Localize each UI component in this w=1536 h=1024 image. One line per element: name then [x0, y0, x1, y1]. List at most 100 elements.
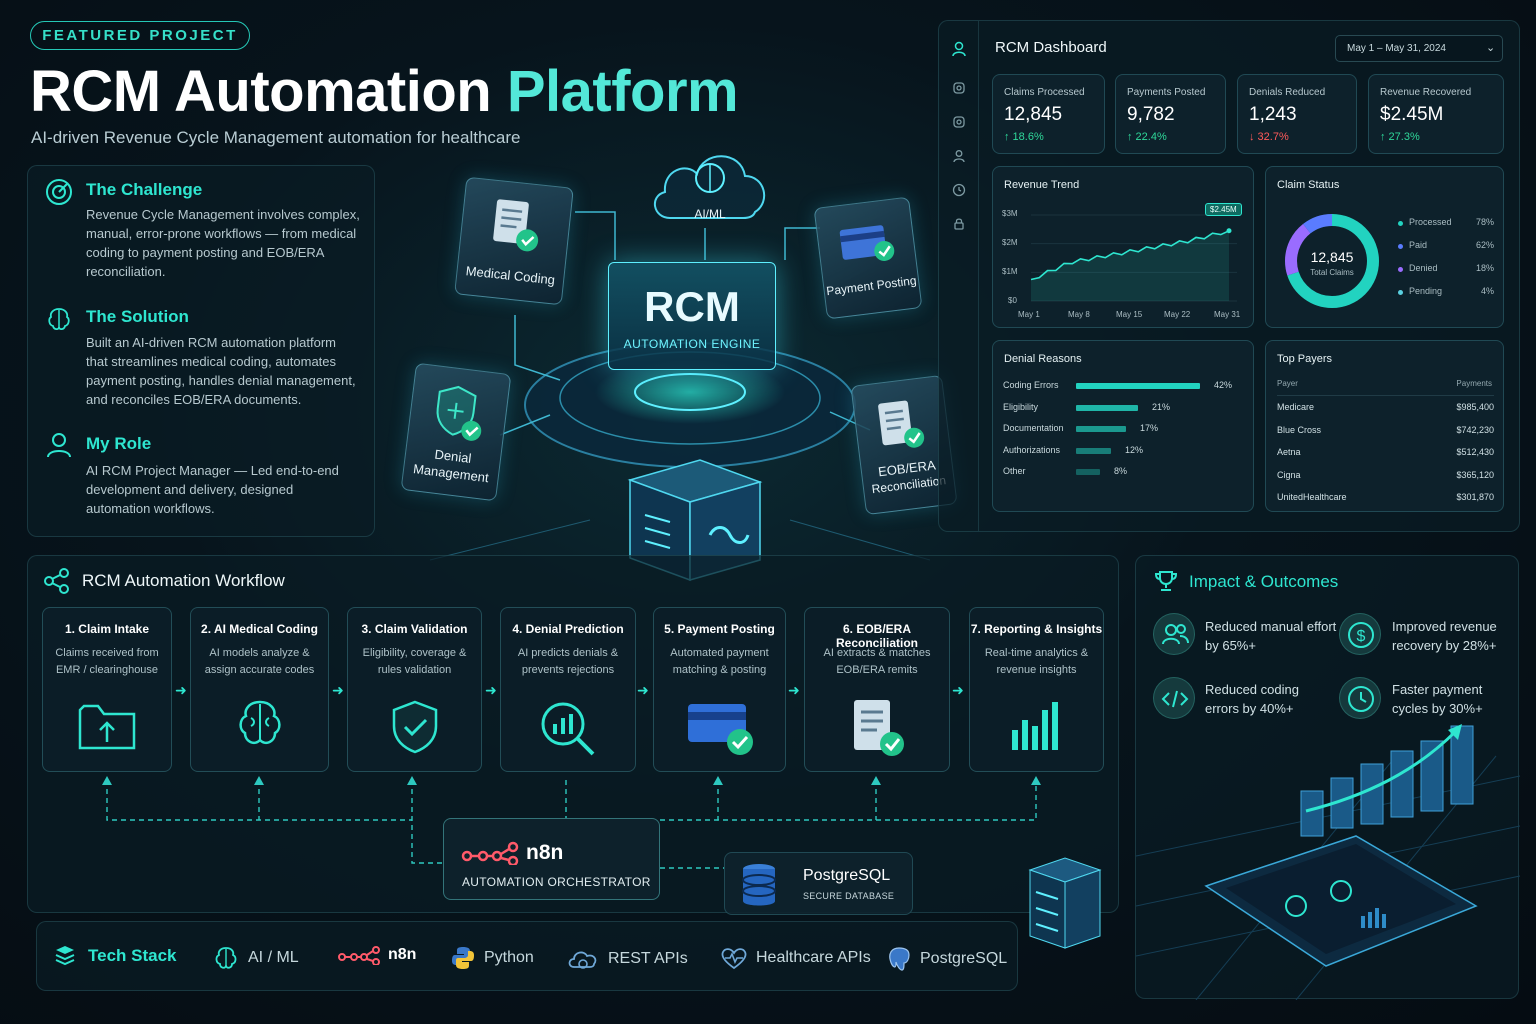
- x-tick: May 1: [1018, 310, 1040, 319]
- table-row: Cigna$365,120: [1277, 469, 1494, 480]
- chevron-down-icon: ⌄: [1486, 42, 1496, 54]
- engine-subtitle: AUTOMATION ENGINE: [623, 337, 761, 351]
- arrow-right-icon: ➜: [175, 682, 187, 698]
- date-range-select[interactable]: May 1 – May 31, 2024 ⌄: [1335, 35, 1503, 62]
- heart-pulse-icon: [721, 948, 747, 970]
- n8n-name: n8n: [526, 841, 564, 864]
- trophy-icon: [1154, 571, 1178, 591]
- x-tick: May 8: [1068, 310, 1090, 319]
- kpi-value: 9,782: [1127, 104, 1175, 125]
- table-row: Medicare$985,400: [1277, 402, 1494, 412]
- kpi-value: 12,845: [1004, 104, 1063, 125]
- n8n-orchestrator-box[interactable]: n8n AUTOMATION ORCHESTRATOR: [443, 818, 660, 900]
- denial-reason-label: Documentation: [1003, 423, 1064, 434]
- dollar-icon: $: [1339, 613, 1381, 655]
- donut-total-label: Total Claims: [1310, 268, 1354, 277]
- page-title-main: RCM Automation: [30, 59, 507, 124]
- workflow-step-claim-validation[interactable]: 3. Claim Validation Eligibility, coverag…: [347, 607, 482, 772]
- step-desc: Automated payment matching & posting: [670, 647, 769, 676]
- revenue-area: [1031, 230, 1229, 301]
- shield-check-icon: [436, 385, 482, 441]
- postgresql-box[interactable]: PostgreSQL SECURE DATABASE: [724, 852, 913, 915]
- people-icon[interactable]: [952, 149, 966, 163]
- kpi-label: Payments Posted: [1127, 87, 1206, 98]
- tech-label: Healthcare APIs: [756, 949, 871, 966]
- tech-item-n8n: n8n: [338, 945, 416, 965]
- lock-icon[interactable]: [952, 217, 966, 231]
- target-icon: [46, 179, 72, 205]
- arrow-right-icon: ➜: [637, 682, 649, 698]
- challenge-body: Revenue Cycle Management involves comple…: [86, 207, 360, 279]
- tech-label: REST APIs: [608, 950, 688, 967]
- denial-reason-pct: 21%: [1152, 401, 1171, 412]
- medical-coding-card: Medical Coding: [454, 176, 574, 306]
- denial-reason-label: Other: [1003, 466, 1026, 477]
- denial-reason-label: Authorizations: [1003, 444, 1061, 455]
- denial-reason-label: Eligibility: [1003, 401, 1039, 412]
- step-desc: AI extracts & matches EOB/ERA remits: [823, 647, 931, 676]
- code-icon: [1153, 677, 1195, 719]
- revenue-end-point: [1226, 228, 1232, 234]
- kpi-payments-posted: Payments Posted 9,782 ↑ 22.4%: [1115, 74, 1226, 154]
- clock-icon[interactable]: [952, 183, 966, 197]
- document-check-icon: [493, 199, 539, 252]
- denial-reason-row: Eligibility 21%: [1003, 402, 1251, 424]
- workflow-step-eob-era-reconciliation[interactable]: 6. EOB/ERA Reconciliation AI extracts & …: [804, 607, 950, 772]
- denial-reason-label: Coding Errors: [1003, 380, 1059, 390]
- donut-segment-denied: [1285, 214, 1379, 308]
- revenue-trend-title: Revenue Trend: [1004, 179, 1080, 191]
- col-payer-header: Payer: [1277, 379, 1298, 388]
- postgresql-label: SECURE DATABASE: [803, 891, 895, 901]
- settings-icon[interactable]: [952, 115, 966, 129]
- denial-management-card: Denial Management: [400, 362, 512, 502]
- kpi-claims-processed: Claims Processed 12,845 ↑ 18.6%: [992, 74, 1105, 154]
- payers-table: Medicare$985,400 Blue Cross$742,230 Aetn…: [1277, 402, 1494, 515]
- brain-icon: [238, 700, 281, 745]
- kpi-delta: ↓ 32.7%: [1249, 131, 1289, 143]
- claim-status-donut: [1285, 214, 1379, 308]
- challenge-title: The Challenge: [86, 180, 203, 199]
- kpi-denials-reduced: Denials Reduced 1,243 ↓ 32.7%: [1237, 74, 1357, 154]
- solution-title: The Solution: [86, 307, 189, 326]
- workflow-step-denial-prediction[interactable]: 4. Denial Prediction AI predicts denials…: [500, 607, 636, 772]
- workflow-step-claim-intake[interactable]: 1. Claim Intake Claims received from EMR…: [42, 607, 172, 772]
- tech-stack-bar: [36, 921, 1018, 991]
- gear-icon[interactable]: [952, 81, 966, 95]
- tech-label: Python: [484, 949, 534, 966]
- kpi-revenue-recovered: Revenue Recovered $2.45M ↑ 27.3%: [1368, 74, 1504, 154]
- page-subtitle: AI-driven Revenue Cycle Management autom…: [31, 128, 521, 147]
- step-desc: Real-time analytics & revenue insights: [984, 647, 1089, 676]
- workflow-step-ai-medical-coding[interactable]: 2. AI Medical Coding AI models analyze &…: [190, 607, 329, 772]
- dashboard-sidebar: [939, 21, 979, 531]
- kpi-label: Denials Reduced: [1249, 87, 1326, 98]
- kpi-value: 1,243: [1249, 104, 1297, 125]
- workflow-step-reporting-insights[interactable]: 7. Reporting & Insights Real-time analyt…: [969, 607, 1104, 772]
- layers-icon: [55, 946, 75, 966]
- kpi-label: Claims Processed: [1004, 87, 1085, 98]
- step-title: 3. Claim Validation: [361, 622, 468, 636]
- workflow-title: RCM Automation Workflow: [82, 571, 285, 590]
- workflow-nodes-icon: [44, 568, 69, 594]
- n8n-logo-icon: [338, 946, 380, 965]
- tech-item-ai-ml: AI / ML: [212, 945, 299, 971]
- claim-status-card: Claim Status 12,845 Total Claims Process…: [1265, 166, 1504, 328]
- donut-segment-paid: [1285, 214, 1379, 308]
- denial-reason-pct: 17%: [1140, 423, 1159, 434]
- user-icon[interactable]: [951, 41, 967, 57]
- orchestrator-label: AUTOMATION ORCHESTRATOR: [462, 875, 651, 889]
- revenue-trend-card: Revenue Trend $3M $2M $1M $0 May 1 May 8…: [992, 166, 1254, 328]
- top-payers-title: Top Payers: [1277, 353, 1333, 365]
- table-row: UnitedHealthcare$301,870: [1277, 492, 1494, 502]
- role-body: AI RCM Project Manager — Led end-to-end …: [86, 463, 339, 516]
- denial-reason-row: Documentation 17%: [1003, 423, 1251, 445]
- arrow-right-icon: ➜: [788, 682, 800, 698]
- workflow-step-payment-posting[interactable]: 5. Payment Posting Automated payment mat…: [653, 607, 786, 772]
- table-row: Blue Cross$742,230: [1277, 424, 1494, 435]
